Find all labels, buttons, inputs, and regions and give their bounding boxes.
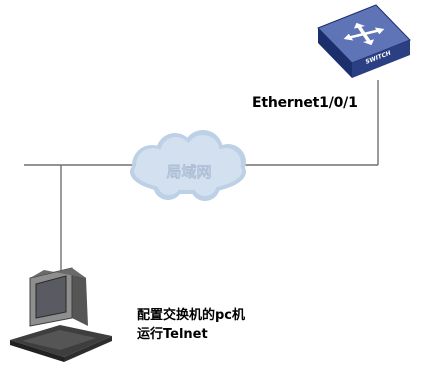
cloud-label: 局域网 — [165, 163, 211, 181]
switch-icon: SWITCH — [317, 4, 411, 78]
switch-arrows-icon — [343, 22, 385, 46]
cloud-icon: 局域网 — [130, 130, 246, 201]
pc-caption-line2: 运行Telnet — [137, 327, 208, 342]
pc-icon — [10, 267, 112, 362]
port-label: Ethernet1/0/1 — [252, 95, 358, 111]
pc-caption-line1: 配置交换机的pc机 — [137, 308, 246, 323]
